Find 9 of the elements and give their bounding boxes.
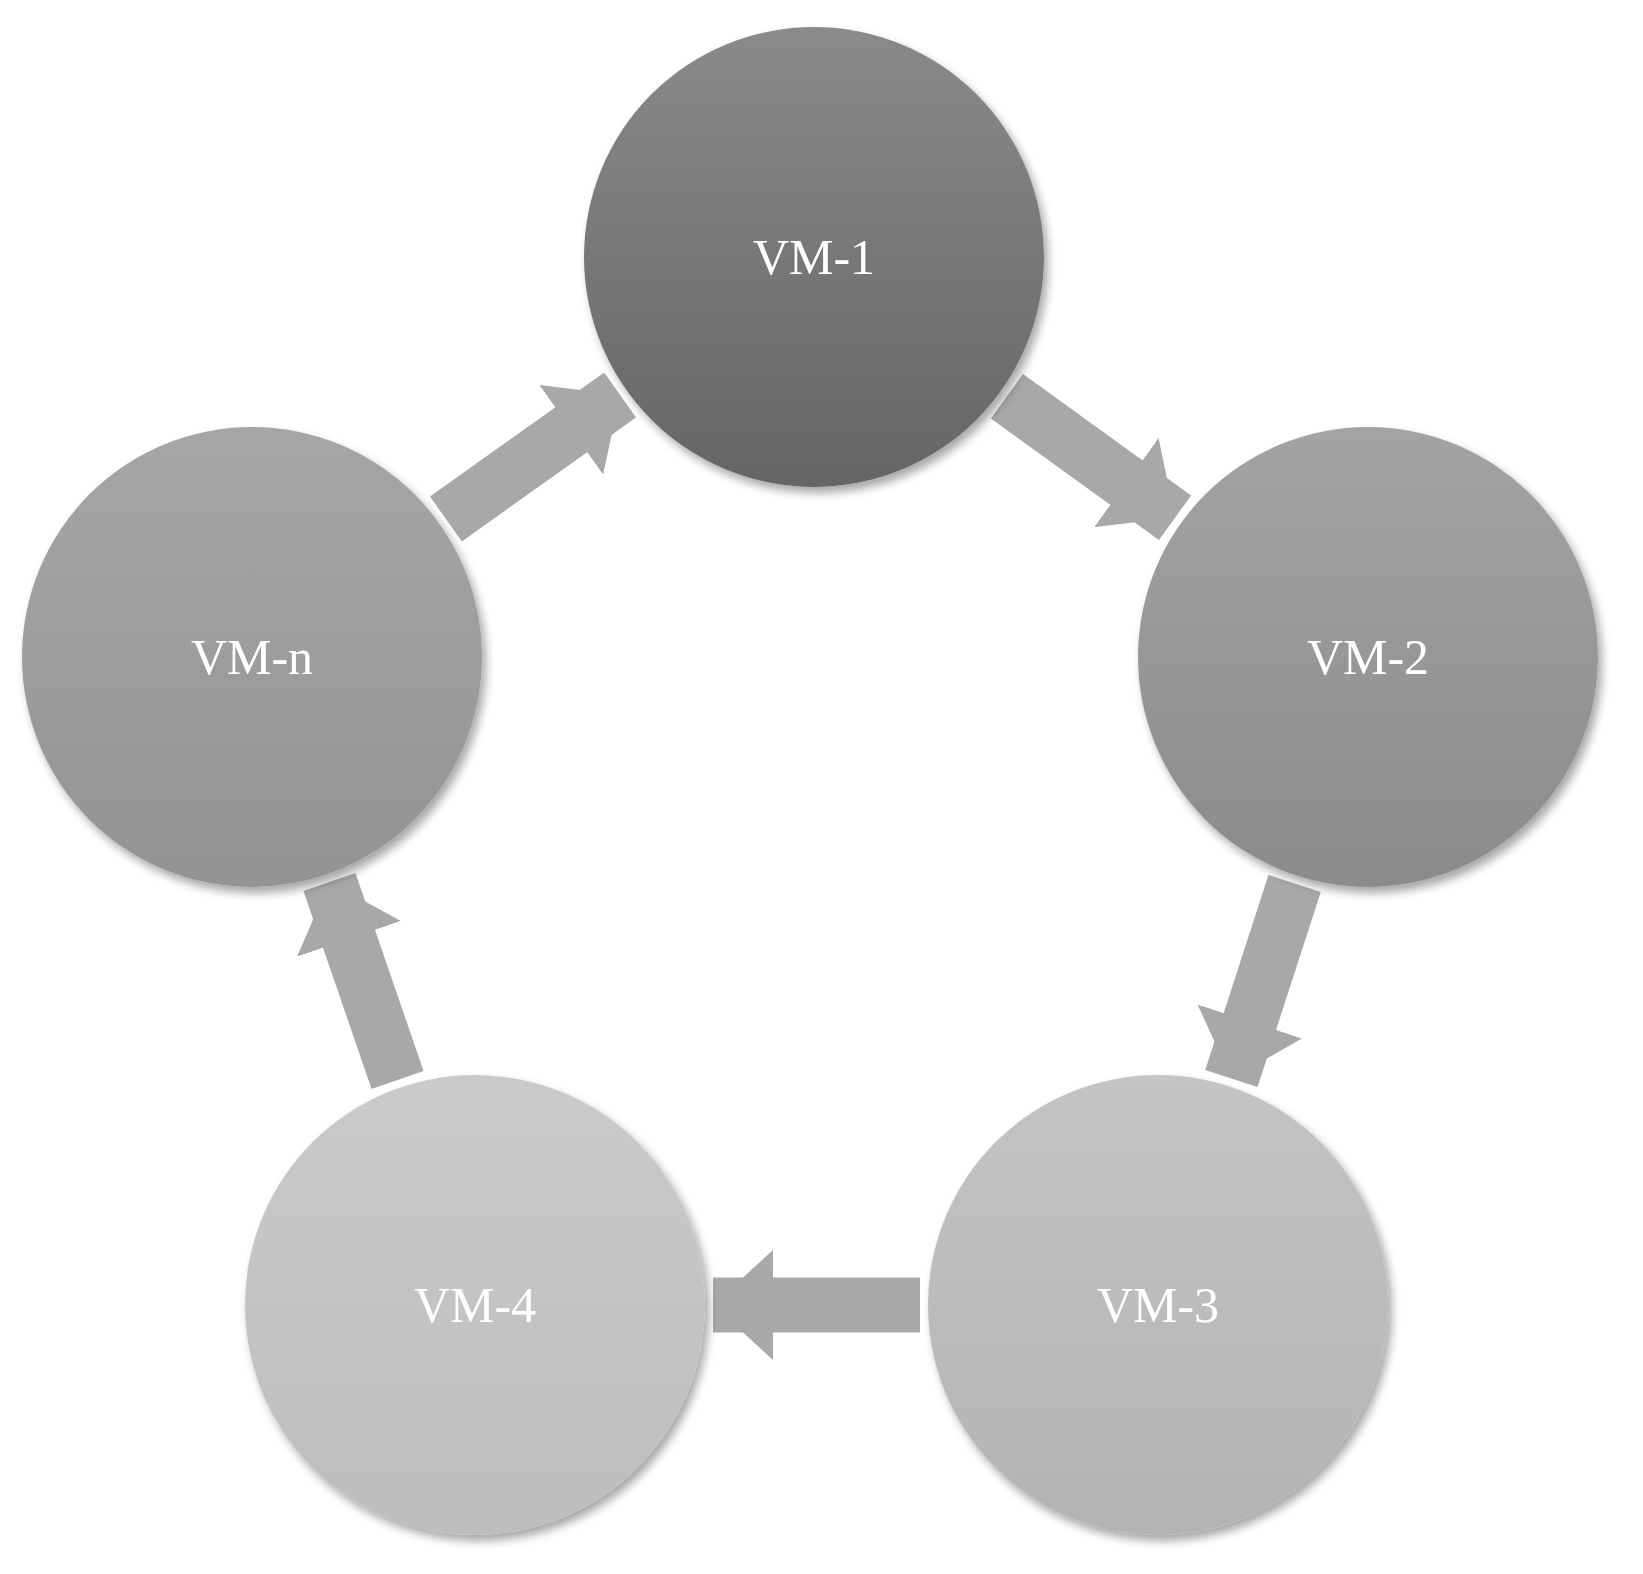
node-label: VM-1 <box>752 228 876 286</box>
block-arrow <box>1197 874 1321 1088</box>
block-arrow <box>990 374 1192 540</box>
node-label: VM-4 <box>413 1276 537 1334</box>
node-label: VM-3 <box>1096 1276 1220 1334</box>
block-arrow <box>296 873 424 1089</box>
node-label: VM-n <box>190 628 314 686</box>
block-arrow <box>713 1250 920 1360</box>
node-label: VM-2 <box>1306 628 1430 686</box>
